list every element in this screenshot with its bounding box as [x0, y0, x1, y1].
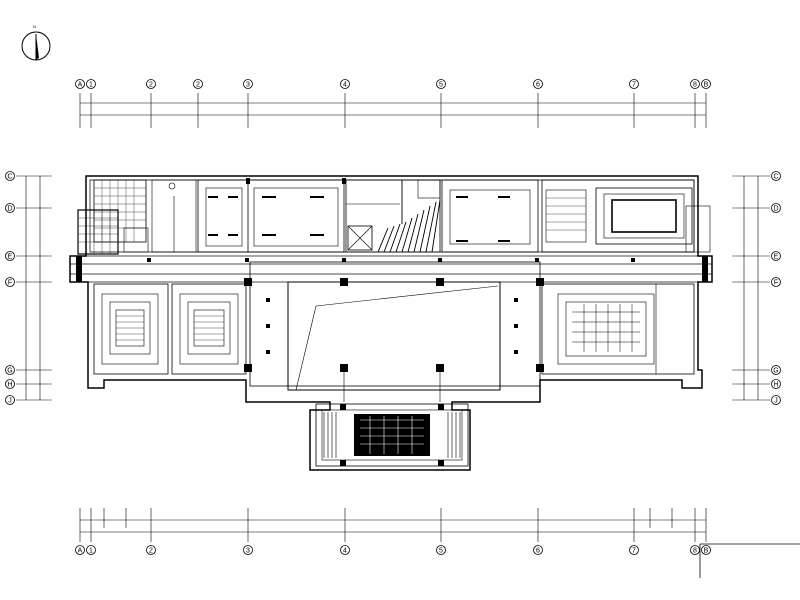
svg-text:H: H	[7, 382, 12, 389]
svg-text:8: 8	[693, 82, 697, 89]
title-block-corner	[699, 543, 800, 578]
svg-text:A: A	[78, 548, 83, 555]
grid-bubble: G	[5, 365, 15, 375]
grid-bubble: 3	[243, 79, 253, 89]
bottom-dimension-chain	[79, 508, 707, 542]
grid-bubble: C	[5, 171, 15, 181]
svg-text:G: G	[773, 368, 778, 375]
svg-text:N: N	[33, 24, 36, 29]
grid-bubble: 7	[629, 545, 639, 555]
entrance-porch	[315, 403, 469, 467]
grid-bubble: D	[771, 203, 781, 213]
grid-bubbles-left: C D E F G H J	[5, 171, 15, 405]
svg-text:1: 1	[89, 82, 93, 89]
svg-text:B: B	[704, 82, 709, 89]
grid-bubble: F	[5, 277, 15, 287]
grid-bubble: 5	[436, 545, 446, 555]
svg-text:2: 2	[196, 82, 200, 89]
svg-text:3: 3	[246, 548, 250, 555]
grid-bubble: J	[771, 395, 781, 405]
grid-bubble: 5	[436, 79, 446, 89]
svg-text:J: J	[774, 398, 778, 405]
svg-text:G: G	[7, 368, 12, 375]
svg-text:5: 5	[439, 82, 443, 89]
grid-bubble: 6	[533, 545, 543, 555]
grid-bubble: 2	[193, 79, 203, 89]
lower-rooms	[93, 261, 695, 402]
svg-text:E: E	[774, 254, 779, 261]
svg-text:D: D	[773, 206, 778, 213]
grid-bubble: 6	[533, 79, 543, 89]
grid-bubbles-top: A 1 2 2 3 4 5 6 7 8 B	[75, 79, 711, 89]
svg-text:6: 6	[536, 548, 540, 555]
upper-rooms	[77, 178, 711, 255]
grid-bubbles-bottom: A 1 2 3 4 5 6 7 8 B	[75, 545, 711, 555]
grid-bubble: 8	[690, 79, 700, 89]
grid-bubble: B	[701, 545, 711, 555]
svg-text:4: 4	[343, 82, 347, 89]
grid-bubble: 3	[243, 545, 253, 555]
ceiling-grid	[94, 180, 146, 242]
svg-text:F: F	[8, 280, 12, 287]
grid-bubble: 4	[340, 79, 350, 89]
top-dimension-chain	[79, 93, 707, 128]
svg-text:E: E	[8, 254, 13, 261]
grid-bubble: J	[5, 395, 15, 405]
svg-text:C: C	[7, 174, 12, 181]
svg-text:H: H	[773, 382, 778, 389]
north-arrow-icon: N	[21, 24, 51, 61]
grid-bubble: C	[771, 171, 781, 181]
right-dimension-chain	[732, 175, 770, 401]
svg-text:3: 3	[246, 82, 250, 89]
svg-text:2: 2	[149, 548, 153, 555]
svg-text:6: 6	[536, 82, 540, 89]
grid-bubble: 1	[86, 79, 96, 89]
svg-text:2: 2	[149, 82, 153, 89]
grid-bubble: 4	[340, 545, 350, 555]
structural-columns	[76, 256, 708, 282]
grid-bubble: 8	[690, 545, 700, 555]
grid-bubbles-right: C D E F G H J	[771, 171, 781, 405]
svg-text:F: F	[774, 280, 778, 287]
svg-text:J: J	[8, 398, 12, 405]
grid-bubble: F	[771, 277, 781, 287]
grid-bubble: 2	[146, 545, 156, 555]
svg-text:A: A	[78, 82, 83, 89]
svg-text:B: B	[704, 548, 709, 555]
grid-bubble: B	[701, 79, 711, 89]
svg-text:8: 8	[693, 548, 697, 555]
grid-bubble: 2	[146, 79, 156, 89]
left-dimension-chain	[16, 175, 52, 401]
svg-text:5: 5	[439, 548, 443, 555]
grid-bubble: H	[5, 379, 15, 389]
svg-text:1: 1	[89, 548, 93, 555]
grid-bubble: H	[771, 379, 781, 389]
grid-bubble: 1	[86, 545, 96, 555]
grid-bubble: 7	[629, 79, 639, 89]
grid-bubble: E	[5, 251, 15, 261]
grid-bubble: A	[75, 79, 85, 89]
svg-text:C: C	[773, 174, 778, 181]
svg-text:7: 7	[632, 548, 636, 555]
svg-text:D: D	[7, 206, 12, 213]
grid-bubble: D	[5, 203, 15, 213]
grid-bubble: A	[75, 545, 85, 555]
svg-text:4: 4	[343, 548, 347, 555]
grid-bubble: E	[771, 251, 781, 261]
svg-text:7: 7	[632, 82, 636, 89]
grid-bubble: G	[771, 365, 781, 375]
